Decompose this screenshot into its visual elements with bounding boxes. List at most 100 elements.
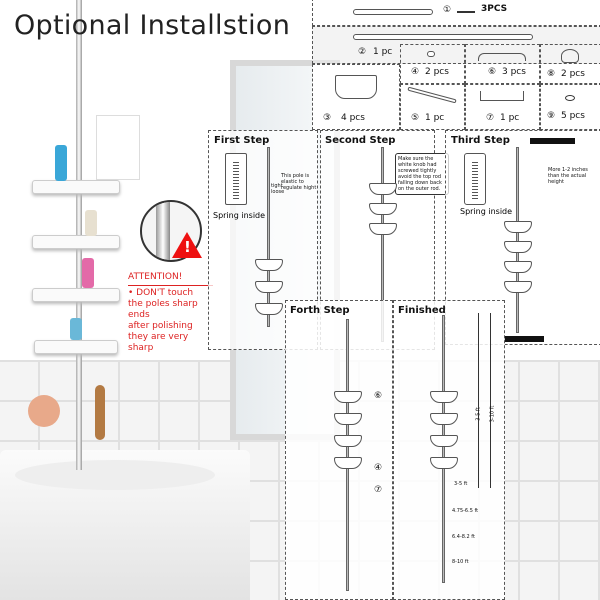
shelf-1 (32, 180, 120, 194)
step-title: Second Step (325, 135, 396, 146)
spring-closeup (225, 153, 247, 205)
shelf-frame (255, 303, 283, 315)
shelf-frame (430, 391, 458, 403)
knob (427, 51, 435, 57)
part-qty: 3 pcs (502, 67, 526, 77)
part-2-box: ② 1 pc (312, 26, 600, 64)
attention-line: after polishing (128, 321, 193, 331)
floor-bar (504, 336, 544, 342)
part-number: ⑤ (411, 113, 420, 123)
part-number: ② (358, 47, 367, 57)
bath-brush (95, 385, 105, 440)
shelf-frame (430, 457, 458, 469)
shelf-frame (334, 435, 362, 447)
step-title: Third Step (451, 135, 510, 146)
elastic-note: This pole is elastic to regulate hight (281, 173, 317, 191)
part-1-box: ① 3PCS (312, 0, 600, 26)
dash (457, 11, 475, 13)
loose-label: loose (271, 189, 285, 195)
spring-label: Spring inside (460, 207, 513, 216)
dimension-line (490, 313, 491, 488)
shelf-frame (369, 183, 397, 195)
shelf-3 (32, 288, 120, 302)
shelf-frame (504, 281, 532, 293)
shelf-frame (369, 223, 397, 235)
part-number: ① (443, 5, 452, 15)
corner-shelf-frame (335, 75, 377, 99)
part-6-box: ⑥ 3 pcs (465, 44, 540, 84)
page-title: Optional Installstion (14, 10, 291, 41)
step-title: First Step (214, 135, 270, 146)
towel-bar (407, 86, 457, 104)
short-rod (353, 9, 433, 15)
exclamation-mark: ! (184, 238, 191, 256)
part-qty: 1 pc (500, 113, 520, 123)
part-qty: 1 pc (425, 113, 445, 123)
vertical-height-label: 3-10 ft (489, 405, 496, 423)
o-ring (565, 95, 575, 101)
part-callout: ⑦ (374, 485, 383, 495)
part-qty: 3PCS (481, 4, 508, 14)
pole (442, 315, 445, 583)
part-number: ⑦ (486, 113, 495, 123)
shelf-frame (334, 413, 362, 425)
spring-closeup (464, 153, 486, 205)
height-label: 6.4-8.2 ft (452, 534, 475, 540)
step-title: Forth Step (290, 305, 350, 316)
shelf-frame (504, 261, 532, 273)
part-4-box: ④ 2 pcs (400, 44, 465, 84)
part-qty: 2 pcs (425, 67, 449, 77)
dimension-line (478, 313, 479, 488)
shelf-2 (32, 235, 120, 249)
part-callout: ⑥ (374, 391, 383, 401)
pole (267, 147, 270, 327)
part-7-box: ⑦ 1 pc (465, 84, 540, 130)
finished-panel: Finished 3-5 ft 3-10 ft 3-5 ft 4.75-6.5 … (393, 300, 505, 600)
shelf-frame (369, 203, 397, 215)
attention-heading: ATTENTION! (128, 272, 213, 286)
hook-bar (480, 91, 524, 101)
shelf-frame (504, 221, 532, 233)
suction-cup (561, 49, 579, 63)
part-number: ⑧ (547, 69, 556, 79)
part-qty: 2 pcs (561, 69, 585, 79)
part-number: ④ (411, 67, 420, 77)
shelf-frame (334, 391, 362, 403)
bottle (70, 318, 82, 340)
bottle (85, 210, 97, 236)
long-rod (353, 34, 533, 40)
bath-sponge (28, 395, 60, 427)
tight-label: tight (271, 183, 283, 189)
part-number: ⑥ (488, 67, 497, 77)
shelf-frame (504, 241, 532, 253)
part-number: ③ (323, 113, 332, 123)
part-qty: 1 pc (373, 47, 393, 57)
part-qty: 5 pcs (561, 111, 585, 121)
height-label: 8-10 ft (452, 559, 469, 565)
shelf-frame (255, 281, 283, 293)
pole (346, 319, 349, 591)
shelf-frame (430, 413, 458, 425)
shelf-frame (430, 435, 458, 447)
shelf-4 (34, 340, 118, 354)
warning-icon (172, 232, 202, 258)
height-label: 4.75-6.5 ft (452, 508, 479, 514)
ceiling-bar (530, 138, 575, 144)
part-5-box: ⑤ 1 pc (400, 84, 465, 130)
shelf-frame (334, 457, 362, 469)
attention-note: ATTENTION! • DON'T touch the poles sharp… (128, 272, 213, 354)
bathtub-basin (15, 460, 215, 490)
pole (516, 147, 519, 333)
part-number: ⑨ (547, 111, 556, 121)
attention-line: • DON'T touch (128, 288, 194, 298)
rail (478, 53, 526, 61)
bottle (82, 258, 94, 288)
part-8-box: ⑧ 2 pcs (540, 44, 600, 84)
forth-step-panel: Forth Step ⑥ ④ ⑦ (285, 300, 393, 600)
part-callout: ④ (374, 463, 383, 473)
bottle (55, 145, 67, 181)
part-qty: 4 pcs (341, 113, 365, 123)
vertical-height-label: 3-5 ft (475, 407, 482, 421)
knob-note: Make sure the white knob had screwed tig… (395, 153, 449, 195)
part-3-box: ③ 4 pcs (312, 64, 400, 130)
